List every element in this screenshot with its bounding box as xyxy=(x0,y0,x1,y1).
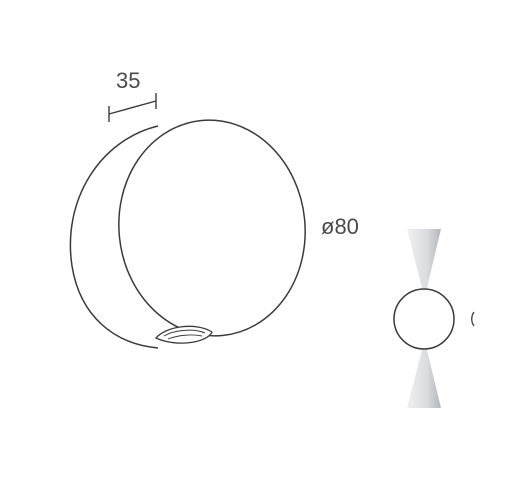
diameter-dimension-label: ø80 xyxy=(321,214,359,239)
depth-dimension-label: 35 xyxy=(116,68,140,93)
aperture-outer xyxy=(154,325,213,344)
depth-dimension: 35 xyxy=(108,68,157,122)
depth-dimension-line xyxy=(108,100,157,115)
fixture-side-circle xyxy=(393,288,455,350)
aperture-inner-2 xyxy=(167,334,203,340)
beam-bottom xyxy=(407,346,441,408)
luminaire-body xyxy=(69,119,306,349)
aperture-inner xyxy=(163,329,206,337)
beam-diagram xyxy=(393,229,475,408)
mounting-edge xyxy=(471,311,475,327)
light-aperture xyxy=(154,325,213,344)
beam-top xyxy=(407,229,441,292)
front-face xyxy=(118,119,306,337)
body-back-outline xyxy=(69,125,159,349)
